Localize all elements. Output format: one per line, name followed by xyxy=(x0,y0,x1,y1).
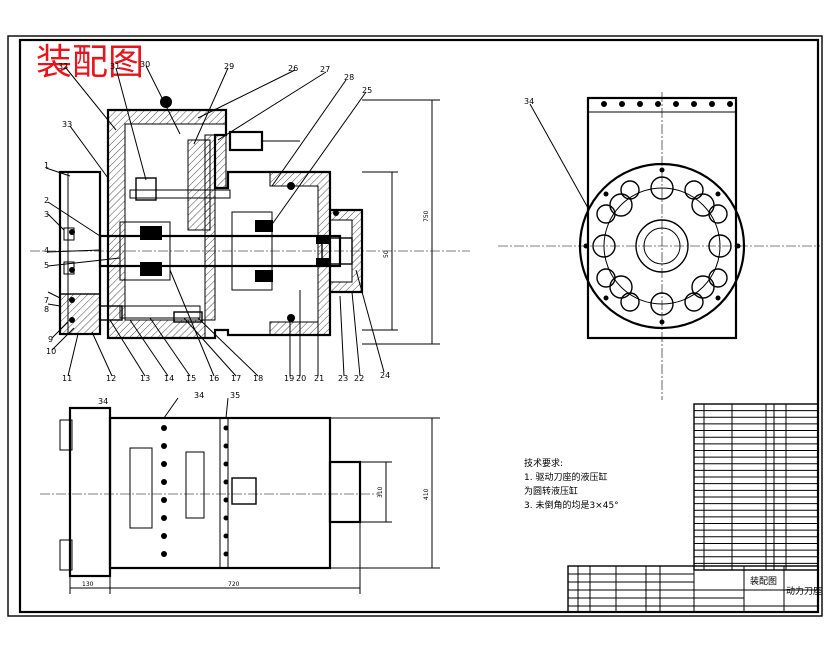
part-label-17: 17 xyxy=(231,374,241,383)
part-label-9: 9 xyxy=(48,335,53,344)
part-label-26: 26 xyxy=(288,64,298,73)
part-label-34-left: 34 xyxy=(98,397,108,406)
part-label-18: 18 xyxy=(253,374,263,383)
part-label-10: 10 xyxy=(46,347,56,356)
inner-border xyxy=(18,38,820,614)
front-section-view: 750 50 xyxy=(30,60,470,383)
outer-border xyxy=(7,35,823,617)
dim-front-height: 750 xyxy=(423,210,430,222)
part-label-4: 4 xyxy=(44,246,49,255)
part-label-11: 11 xyxy=(62,374,72,383)
notes-line-1: 1. 驱动刀座的液压缸 xyxy=(524,471,607,483)
part-label-16: 16 xyxy=(209,374,219,383)
part-label-34-side: 34 xyxy=(524,97,534,106)
part-label-7: 7 xyxy=(44,296,49,305)
stamp-title: 装配图 xyxy=(36,42,144,83)
dim-bottom-height-outer: 410 xyxy=(423,488,430,500)
dim-bottom-width: 720 xyxy=(228,581,240,588)
part-label-30: 30 xyxy=(140,60,150,69)
dim-front-inner: 50 xyxy=(383,250,390,258)
technical-notes: 技术要求: 1. 驱动刀座的液压缸 为圆转液压缸 3. 未倒角的均是3×45° xyxy=(524,457,619,511)
bottom-view: 34 35 34 410 310 130 720 xyxy=(40,391,440,594)
title-drawing-name: 装配图 xyxy=(750,575,777,587)
notes-heading: 技术要求: xyxy=(524,457,563,469)
side-view: 34 xyxy=(498,92,820,400)
part-label-21: 21 xyxy=(314,374,324,383)
part-label-8: 8 xyxy=(44,305,49,314)
part-label-24: 24 xyxy=(380,371,390,380)
part-label-31: 31 xyxy=(110,62,120,71)
part-label-27: 27 xyxy=(320,65,330,74)
part-label-32: 32 xyxy=(58,62,68,71)
part-label-22: 22 xyxy=(354,374,364,383)
title-product-name: 动力刀座 xyxy=(786,585,822,597)
part-label-12: 12 xyxy=(106,374,116,383)
part-label-23: 23 xyxy=(338,374,348,383)
part-label-20: 20 xyxy=(296,374,306,383)
notes-line-3: 3. 未倒角的均是3×45° xyxy=(524,499,619,511)
part-label-25: 25 xyxy=(362,86,372,95)
part-label-3: 3 xyxy=(44,210,49,219)
dim-bottom-height-inner: 310 xyxy=(377,486,384,498)
notes-line-2: 为圆转液压缸 xyxy=(524,485,578,497)
part-label-29: 29 xyxy=(224,62,234,71)
part-label-15: 15 xyxy=(186,374,196,383)
part-label-19: 19 xyxy=(284,374,294,383)
part-label-1: 1 xyxy=(44,161,49,170)
part-label-34-bottom: 34 xyxy=(194,391,204,400)
part-label-28: 28 xyxy=(344,73,354,82)
part-label-5: 5 xyxy=(44,261,49,270)
part-label-2: 2 xyxy=(44,196,49,205)
part-label-33: 33 xyxy=(62,120,72,129)
part-label-14: 14 xyxy=(164,374,174,383)
part-label-13: 13 xyxy=(140,374,150,383)
part-label-35: 35 xyxy=(230,391,240,400)
title-block: 装配图 动力刀座 xyxy=(567,565,822,613)
dim-bottom-left: 130 xyxy=(82,581,94,588)
parts-list xyxy=(693,403,819,571)
